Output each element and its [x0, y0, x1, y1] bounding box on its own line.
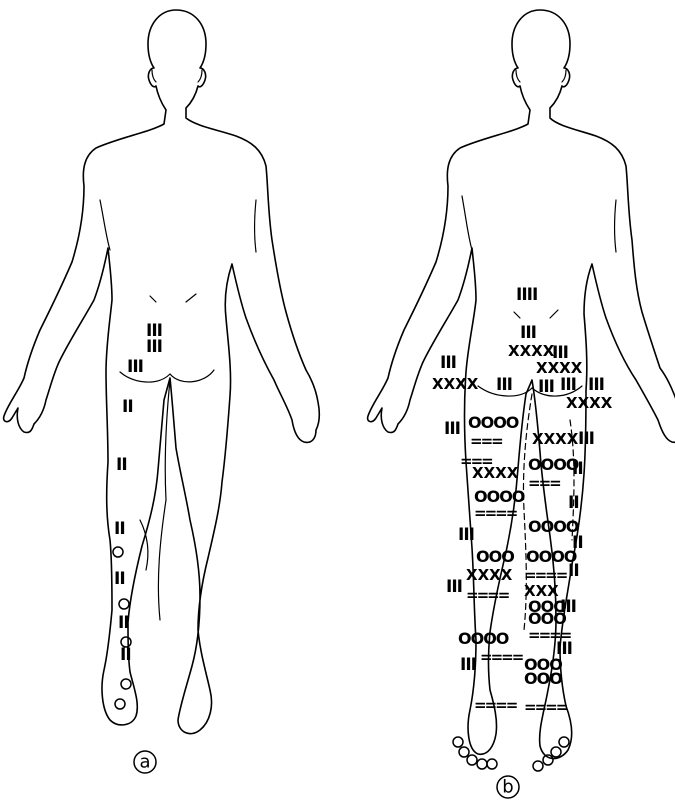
figure-a-lumbar-left	[150, 296, 156, 302]
dash-mark-icon: ====	[474, 504, 517, 522]
circle-mark-icon	[119, 599, 129, 609]
tally-mark-icon: II	[568, 493, 579, 513]
figure-a-ear-left	[152, 70, 156, 82]
dash-mark-icon: ====	[480, 648, 523, 666]
tally-mark-icon: III	[127, 357, 143, 377]
figure-a-scapula-right	[255, 200, 257, 252]
figure-b-ear-right	[562, 70, 566, 82]
tally-mark-icon: II	[572, 459, 583, 479]
circle-mark-icon	[459, 747, 469, 757]
tally-mark-icon: III	[588, 375, 604, 395]
circle-mark-icon: OOO	[476, 547, 514, 566]
figure-b-body-outline	[368, 10, 675, 759]
tally-mark-icon: III	[496, 375, 512, 395]
circle-mark-icon	[559, 737, 569, 747]
circle-mark-icon	[551, 747, 561, 757]
dash-mark-icon: ====	[524, 698, 567, 716]
figure-b: IIII III XXXX III XXXX III XXXX III III …	[368, 10, 675, 798]
figure-b-label: b	[502, 777, 513, 798]
tally-mark-icon: II	[116, 455, 127, 475]
figure-a-label: a	[139, 752, 150, 773]
figure-b-ear-left	[516, 70, 520, 82]
figure-a-ear-right	[198, 70, 202, 82]
tally-mark-icon: III	[444, 419, 460, 439]
circle-mark-icon	[115, 699, 125, 709]
tally-mark-icon: III	[560, 375, 576, 395]
figure-a-leg-divide	[158, 380, 170, 620]
tally-mark-icon: II	[114, 519, 125, 539]
tally-mark-icon: II	[114, 569, 125, 589]
tally-mark-icon: II	[120, 645, 131, 665]
tally-mark-icon: III	[578, 429, 594, 449]
cross-mark-icon: XXXX	[532, 430, 579, 448]
dash-mark-icon: ====	[466, 586, 509, 604]
tally-mark-icon: III	[458, 525, 474, 545]
circle-mark-icon	[487, 759, 497, 769]
circle-mark-icon	[121, 679, 131, 689]
figure-b-scapula-right	[615, 200, 617, 252]
tally-mark-icon: III	[146, 337, 162, 357]
dash-mark-icon: ===	[528, 474, 560, 492]
tally-mark-icon: II	[568, 561, 579, 581]
tally-mark-icon: III	[520, 323, 536, 343]
figure-b-lumbar-right	[550, 310, 558, 318]
figure-a: III III III II II II II II II a	[4, 10, 320, 773]
tally-mark-icon: III	[538, 377, 554, 397]
circle-mark-icon	[533, 761, 543, 771]
tally-mark-icon: II	[118, 613, 129, 633]
tally-mark-icon: III	[440, 353, 456, 373]
tally-mark-icon: II	[122, 397, 133, 417]
circle-mark-icon	[453, 737, 463, 747]
tally-mark-icon: III	[460, 655, 476, 675]
circle-mark-icon	[477, 759, 487, 769]
tally-mark-icon: III	[446, 577, 462, 597]
figure-a-lumbar-right	[186, 294, 196, 302]
cross-mark-icon: XXXX	[466, 566, 513, 584]
figure-b-lumbar-left	[514, 312, 520, 318]
circle-mark-icon	[467, 755, 477, 765]
cross-mark-icon: XXXX	[566, 394, 613, 412]
dash-mark-icon: ===	[470, 432, 502, 450]
circle-mark-icon: OOOO	[468, 413, 519, 432]
cross-mark-icon: XXXX	[508, 342, 555, 360]
cross-mark-icon: XXXX	[432, 375, 479, 393]
circle-mark-icon: OOO	[524, 669, 562, 688]
figure-b-scapula-left	[462, 196, 472, 250]
figure-a-body-outline	[4, 10, 320, 734]
tally-mark-icon: IIII	[516, 285, 537, 305]
cross-mark-icon: XXXX	[472, 464, 519, 482]
figure-a-scapula-left	[100, 200, 110, 250]
circle-mark-icon: OOOO	[458, 629, 509, 648]
dash-mark-icon: ====	[474, 696, 517, 714]
circle-mark-icon	[113, 547, 123, 557]
